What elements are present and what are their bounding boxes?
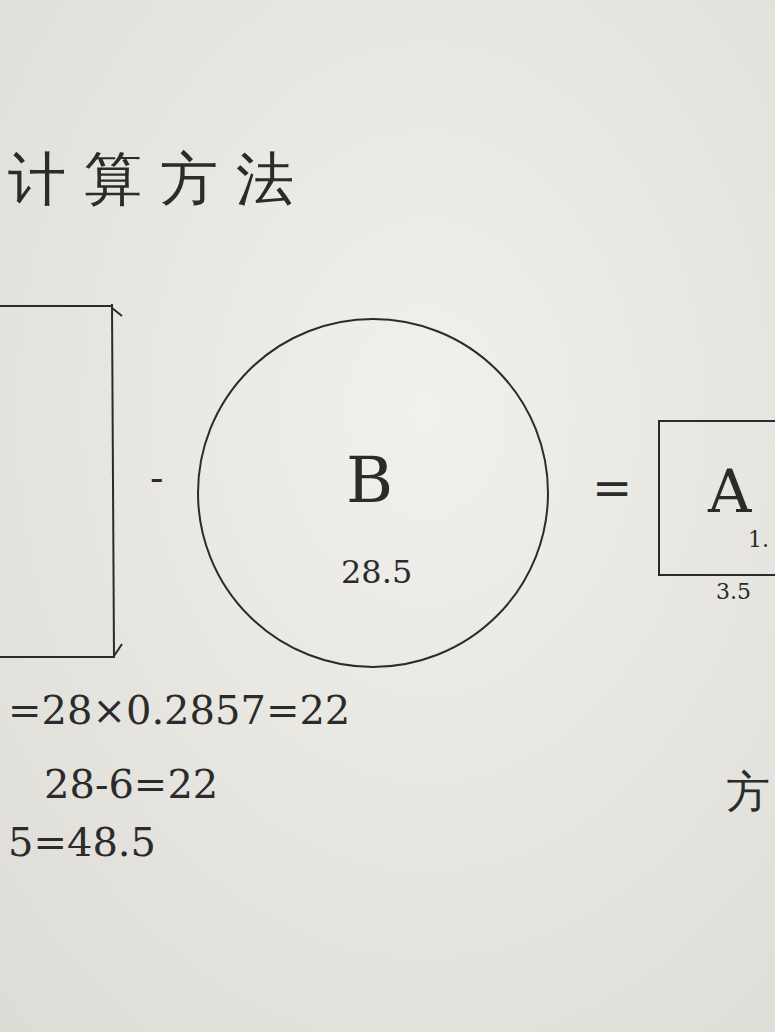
note-character: 方 xyxy=(726,768,770,816)
rectangle-shape: A 1. xyxy=(658,420,775,576)
page-title: 计算方法 xyxy=(8,148,312,212)
shape-letter: B xyxy=(346,445,393,515)
calculation: =28×0.2857=22 xyxy=(8,688,350,732)
left-rectangle xyxy=(0,304,122,658)
value-label: 28.5 xyxy=(341,555,412,590)
calculation: 5=48.5 xyxy=(8,820,156,864)
equals-sign: = xyxy=(592,462,632,515)
rectangle-outline xyxy=(659,421,775,575)
dimension: 3.5 xyxy=(716,580,751,604)
value-label: 1. xyxy=(748,528,769,552)
minus-sign: - xyxy=(150,455,164,499)
shape-letter: A xyxy=(708,458,751,524)
calculation: 28-6=22 xyxy=(44,762,218,806)
circle-outline xyxy=(198,319,548,667)
circle-shape: B 28.5 xyxy=(196,317,550,669)
